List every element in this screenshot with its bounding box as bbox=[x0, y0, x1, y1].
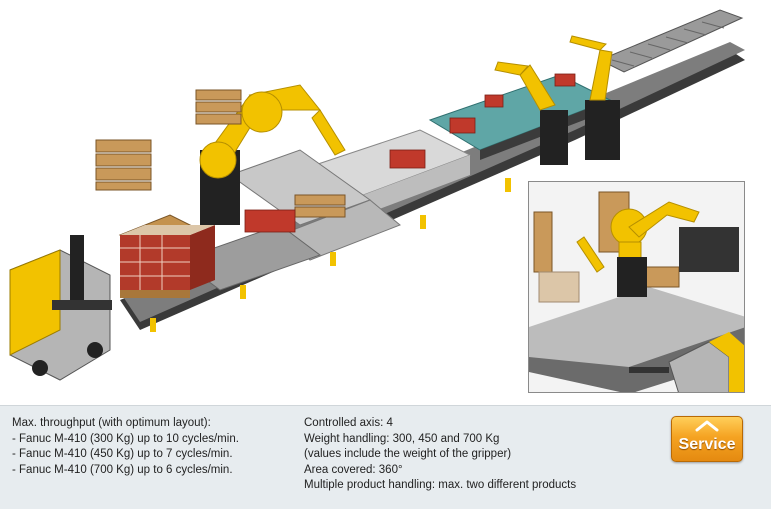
specs-panel: Max. throughput (with optimum layout): -… bbox=[0, 405, 771, 509]
area-covered: Area covered: 360° bbox=[304, 463, 403, 476]
specs-section: Controlled axis: 4 Weight handling: 300,… bbox=[304, 416, 576, 494]
forklift-agv-icon bbox=[9, 235, 112, 381]
weight-note: (values include the weight of the grippe… bbox=[304, 448, 512, 460]
palletizing-line-illustration bbox=[9, 9, 745, 381]
detail-inset-image bbox=[528, 181, 745, 393]
controlled-axis: Controlled axis: 4 bbox=[304, 417, 393, 429]
throughput-item: - Fanuc M-410 (700 Kg) up to 6 cycles/mi… bbox=[12, 463, 233, 476]
throughput-item: - Fanuc M-410 (450 Kg) up to 7 cycles/mi… bbox=[12, 448, 233, 460]
chevron-up-icon bbox=[695, 420, 719, 432]
weight-handling: Weight handling: 300, 450 and 700 Kg bbox=[304, 432, 500, 445]
throughput-title: Max. throughput (with optimum layout): bbox=[12, 417, 211, 429]
throughput-item: - Fanuc M-410 (300 Kg) up to 10 cycles/m… bbox=[12, 432, 239, 445]
throughput-section: Max. throughput (with optimum layout): -… bbox=[12, 416, 239, 478]
service-button-label: Service bbox=[678, 436, 736, 453]
service-button[interactable]: Service bbox=[671, 416, 743, 462]
multiple-product-handling: Multiple product handling: max. two diff… bbox=[304, 479, 577, 491]
